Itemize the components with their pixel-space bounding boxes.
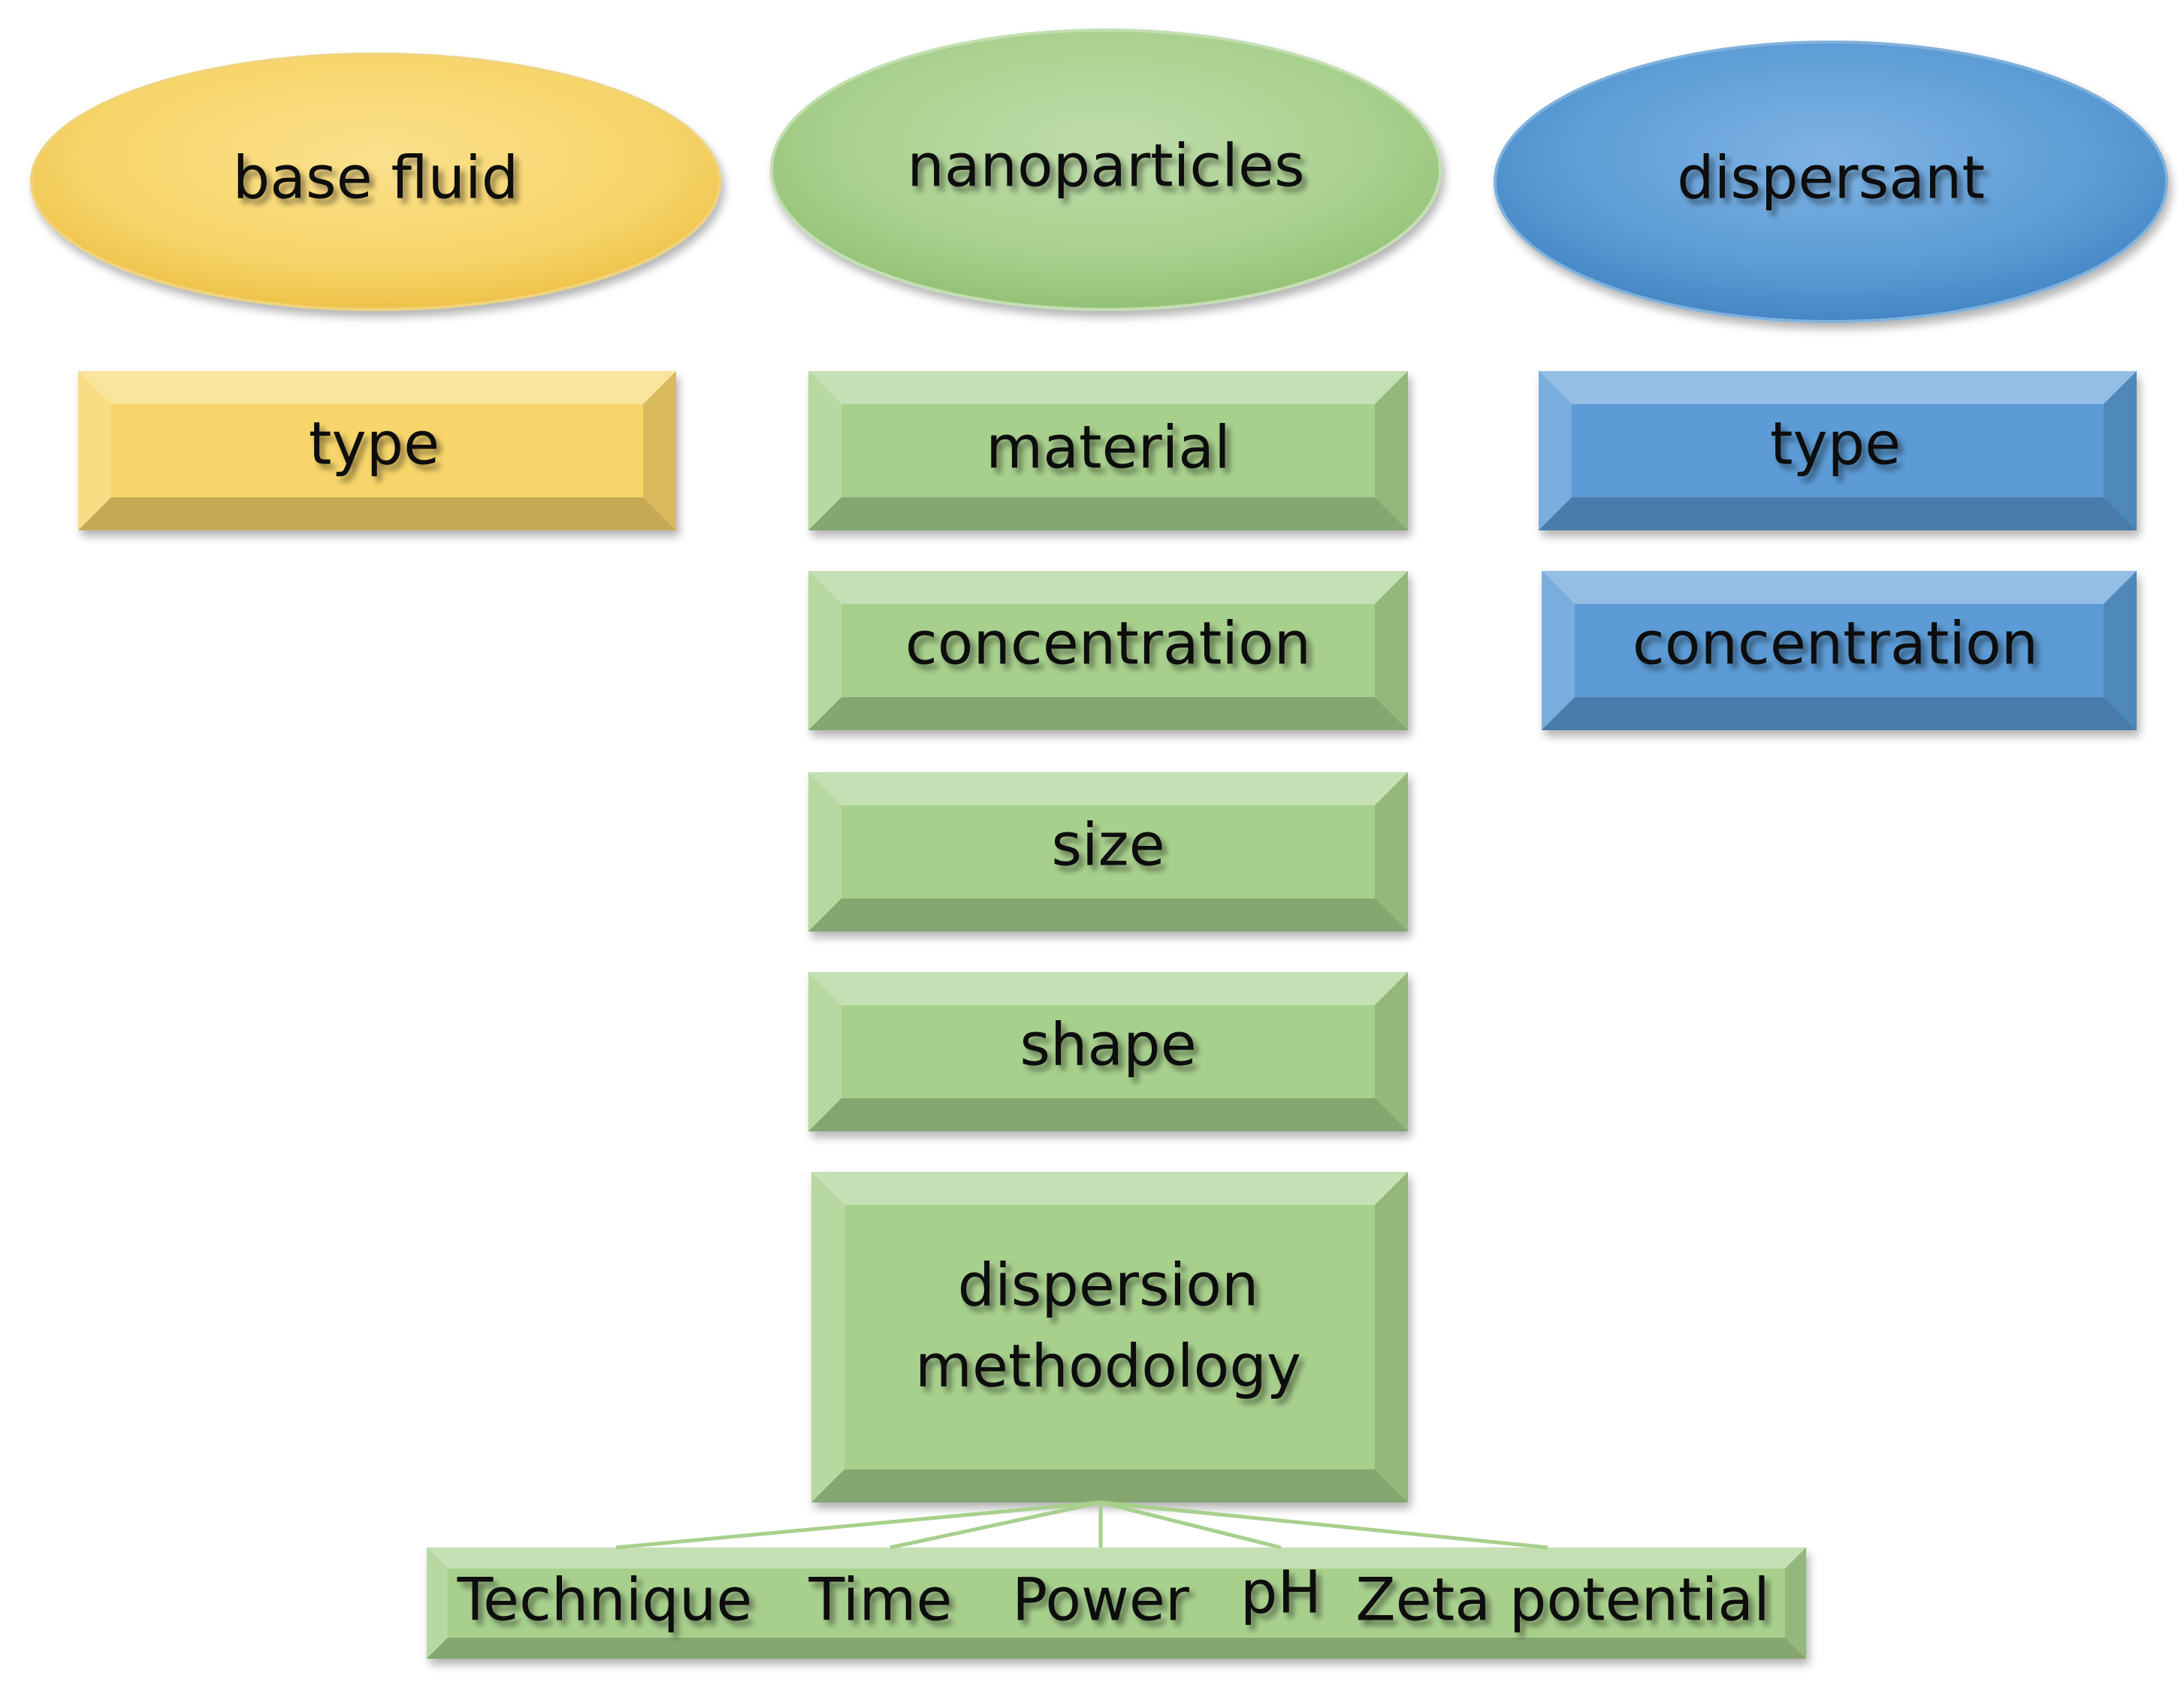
nanoparticles-box-label-shape: shape — [1020, 1011, 1196, 1079]
connector-lines — [615, 1500, 1548, 1550]
header-nanoparticles — [770, 29, 1442, 311]
dispersant-box-concentration — [1542, 571, 2137, 730]
nanoparticles-box-shape — [808, 972, 1408, 1131]
methodology-box-label-line1: dispersion — [958, 1252, 1259, 1319]
header-dispersant-label: dispersant — [1677, 144, 1985, 212]
parameter-power: Power — [1012, 1566, 1190, 1634]
methodology-box — [811, 1172, 1408, 1502]
base-fluid-box-label-type: type — [309, 410, 440, 478]
nanoparticles-box-material — [808, 371, 1408, 530]
parameters-box — [427, 1548, 1806, 1659]
nanoparticles-box-size — [808, 772, 1408, 932]
header-base-fluid-label: base fluid — [233, 144, 518, 212]
methodology-box-label-line2: methodology — [915, 1333, 1301, 1400]
parameter-time: Time — [808, 1566, 953, 1634]
dispersant-box-label-concentration: concentration — [1633, 610, 2038, 678]
nanoparticles-box-concentration — [808, 571, 1408, 730]
parameter-ph: pH — [1240, 1559, 1322, 1626]
parameter-technique: Technique — [457, 1566, 753, 1634]
dispersant-box-type — [1539, 371, 2137, 530]
header-dispersant — [1494, 41, 2168, 323]
nanoparticles-box-label-concentration: concentration — [905, 610, 1311, 678]
nanoparticles-box-label-size: size — [1051, 811, 1164, 879]
dispersant-box-label-type: type — [1770, 410, 1901, 478]
header-base-fluid — [30, 53, 721, 311]
nanoparticles-box-label-material: material — [986, 414, 1231, 482]
header-nanoparticles-label: nanoparticles — [907, 132, 1304, 200]
parameter-zeta-potential: Zeta potential — [1355, 1566, 1770, 1634]
base-fluid-box-type — [78, 371, 676, 530]
